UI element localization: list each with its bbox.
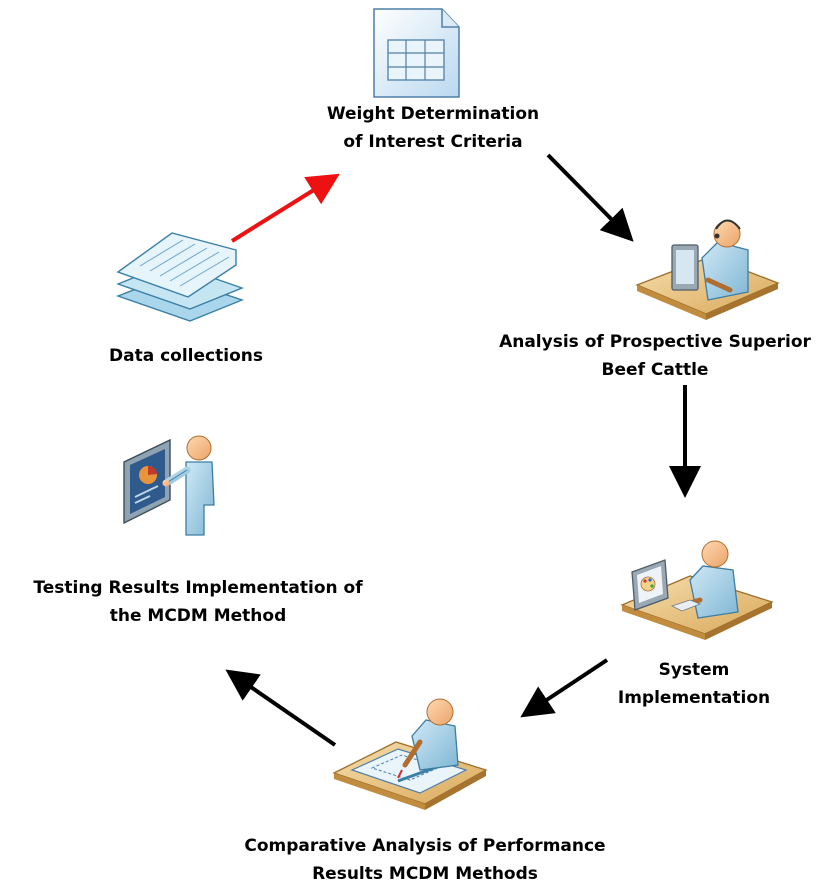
label-analysis-prospective: Analysis of Prospective Superior Beef Ca… [480, 328, 830, 384]
label-system-line2: Implementation [617, 688, 771, 708]
label-analysis-line1: Analysis of Prospective Superior [499, 332, 811, 352]
label-weight-line1: Weight Determination [326, 104, 540, 124]
label-weight-line2: of Interest Criteria [343, 132, 523, 152]
label-comparative-line2: Results MCDM Methods [312, 864, 538, 884]
label-data-collections: Data collections [76, 342, 296, 370]
arrow-weight-to-analysis [546, 153, 634, 242]
label-comparative-analysis: Comparative Analysis of Performance Resu… [235, 832, 615, 888]
person-at-computer-icon [635, 219, 780, 320]
label-analysis-line2: Beef Cattle [601, 360, 709, 380]
arrow-comparative-to-testing [225, 669, 337, 747]
person-at-designer-computer-icon [620, 540, 774, 640]
label-testing-results: Testing Results Implementation of the MC… [0, 574, 396, 630]
label-system-implementation: System Implementation [594, 656, 794, 712]
arrow-system-to-comparative [520, 658, 609, 718]
label-data-line1: Data collections [109, 346, 263, 366]
person-at-drafting-table-icon [332, 698, 488, 810]
stacked-documents-icon [115, 232, 245, 322]
label-comparative-line1: Comparative Analysis of Performance [244, 836, 606, 856]
presenter-at-board-icon [123, 435, 215, 536]
arrow-data-to-weight [230, 173, 340, 243]
label-testing-line2: the MCDM Method [109, 606, 287, 626]
label-testing-line1: Testing Results Implementation of [33, 578, 363, 598]
label-weight-determination: Weight Determination of Interest Criteri… [303, 100, 563, 156]
label-system-line1: System [658, 660, 730, 680]
table-document-icon [373, 8, 460, 98]
